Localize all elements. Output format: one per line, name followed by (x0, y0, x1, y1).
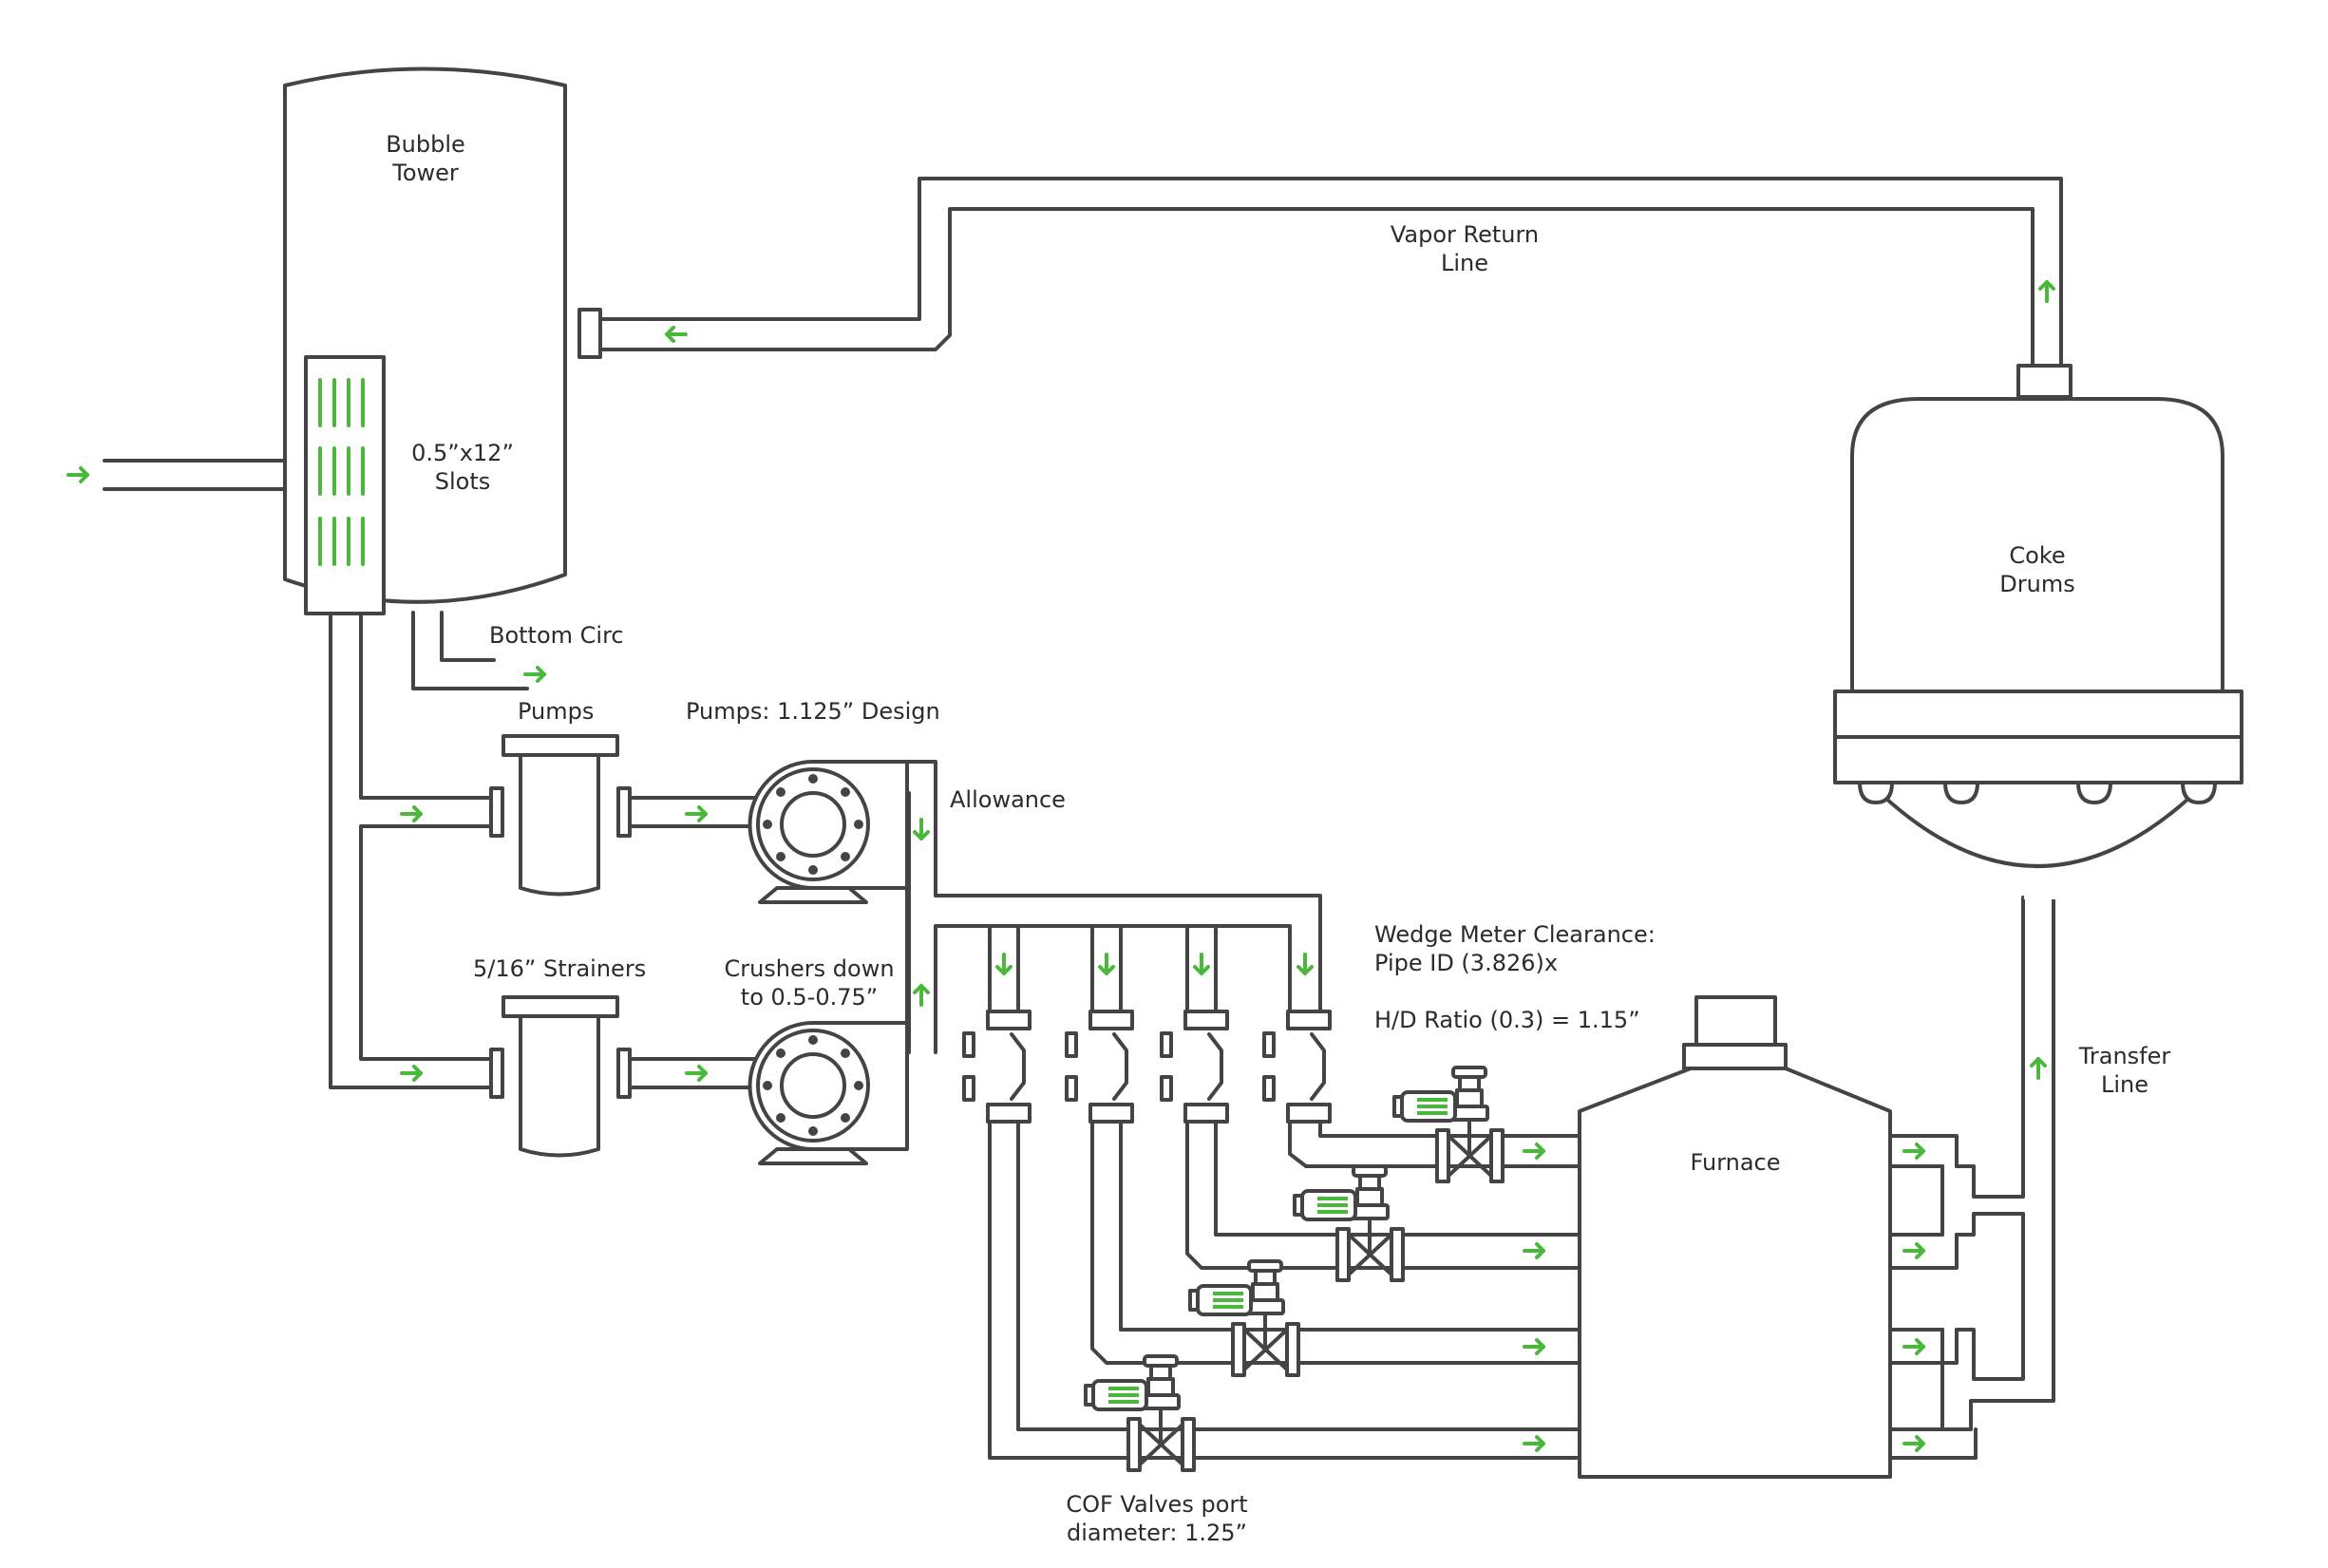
arrow-icon (1902, 1435, 1925, 1452)
cof-valves-label-1: COF Valves port (1066, 1491, 1247, 1518)
arrow-icon (1098, 953, 1115, 975)
pumps-design-label: Pumps: 1.125” Design (686, 698, 940, 725)
arrow-icon (685, 805, 708, 822)
arrow-icon (913, 818, 930, 841)
wedge-meter-label-1: Wedge Meter Clearance: (1374, 921, 1656, 948)
arrow-icon (1523, 1338, 1545, 1355)
arrow-icon (400, 805, 423, 822)
arrow-icon (400, 1065, 423, 1082)
arrow-icon (685, 1065, 708, 1082)
coke-drums (1833, 364, 2243, 899)
furnace-label: Furnace (1690, 1149, 1780, 1176)
arrow-icon (1902, 1143, 1925, 1160)
pumps-label: Pumps (518, 698, 594, 725)
strainer-bottom (489, 995, 632, 1158)
bubble-tower-label-2: Tower (391, 160, 459, 186)
arrow-icon (2038, 280, 2055, 303)
pump-bottom (748, 1021, 909, 1165)
arrow-icon (1902, 1338, 1925, 1355)
cof-valve-4 (1084, 1354, 1196, 1472)
bottom-circ-label: Bottom Circ (489, 622, 624, 649)
arrow-icon (913, 984, 930, 1007)
pump-top (748, 760, 909, 904)
slots-label-2: Slots (435, 468, 491, 495)
arrow-icon (665, 326, 688, 343)
allowance-label: Allowance (950, 786, 1066, 813)
arrow-icon (1193, 953, 1210, 975)
wedge-meter-1 (1262, 1010, 1332, 1124)
wedge-meter-3 (1065, 1010, 1134, 1124)
vapor-return-label-2: Line (1441, 250, 1488, 276)
coke-drums-label-1: Coke (2009, 542, 2065, 569)
coke-drums-label-2: Drums (1999, 571, 2074, 597)
wedge-meter-label-3: H/D Ratio (0.3) = 1.15” (1374, 1007, 1640, 1033)
bubble-tower (283, 66, 602, 615)
arrow-icon (523, 666, 546, 683)
arrow-icon (1523, 1242, 1545, 1259)
labels: Bubble Tower 0.5”x12” Slots Vapor Return… (386, 131, 2170, 1546)
wedge-meter-2 (1160, 1010, 1229, 1124)
arrow-icon (1296, 953, 1314, 975)
crushers-label-1: Crushers down (724, 955, 894, 982)
arrow-icon (1523, 1143, 1545, 1160)
furnace (1578, 995, 1892, 1479)
crushers-label-2: to 0.5-0.75” (741, 984, 878, 1011)
wedge-meter-label-2: Pipe ID (3.826)x (1374, 950, 1558, 976)
transfer-line-label-2: Line (2101, 1071, 2148, 1098)
vapor-return-label-1: Vapor Return (1391, 221, 1539, 248)
cof-valves-label-2: diameter: 1.25” (1067, 1520, 1247, 1546)
cof-valve-2 (1293, 1164, 1405, 1282)
transfer-line-label-1: Transfer (2078, 1043, 2171, 1069)
strainers-label: 5/16” Strainers (473, 955, 646, 982)
slots-label-1: 0.5”x12” (411, 440, 514, 466)
arrow-icon (995, 953, 1013, 975)
strainer-top (489, 734, 632, 897)
wedge-meter-4 (962, 1010, 1032, 1124)
cof-valve-3 (1188, 1259, 1300, 1377)
arrow-icon (2030, 1057, 2047, 1080)
bubble-tower-label-1: Bubble (386, 131, 465, 158)
arrow-icon (1902, 1242, 1925, 1259)
arrow-icon (66, 466, 89, 483)
arrow-icon (1523, 1435, 1545, 1452)
